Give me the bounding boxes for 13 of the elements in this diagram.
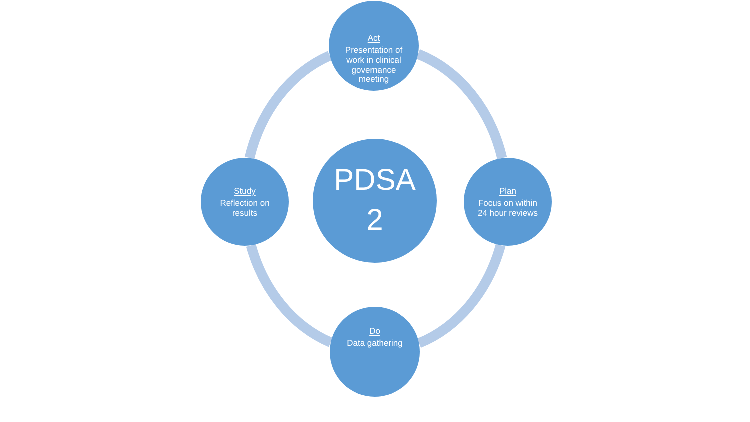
step-title: Study [234, 186, 256, 196]
cycle-title: PDSA 2 [333, 163, 417, 239]
step-title: Do [370, 326, 380, 336]
ring-arc [416, 50, 508, 160]
step-title: Act [368, 32, 380, 44]
ring-arc [246, 244, 334, 348]
step-description: Focus on within 24 hour reviews [476, 198, 539, 218]
step-title: Plan [499, 186, 516, 196]
ring-arc [417, 244, 506, 348]
step-description: Data gathering [346, 338, 404, 348]
step-description: Presentation of work in clinical governance meeting [344, 46, 404, 86]
step-description: Reflection on results [219, 198, 271, 218]
ring-arc [244, 51, 332, 160]
